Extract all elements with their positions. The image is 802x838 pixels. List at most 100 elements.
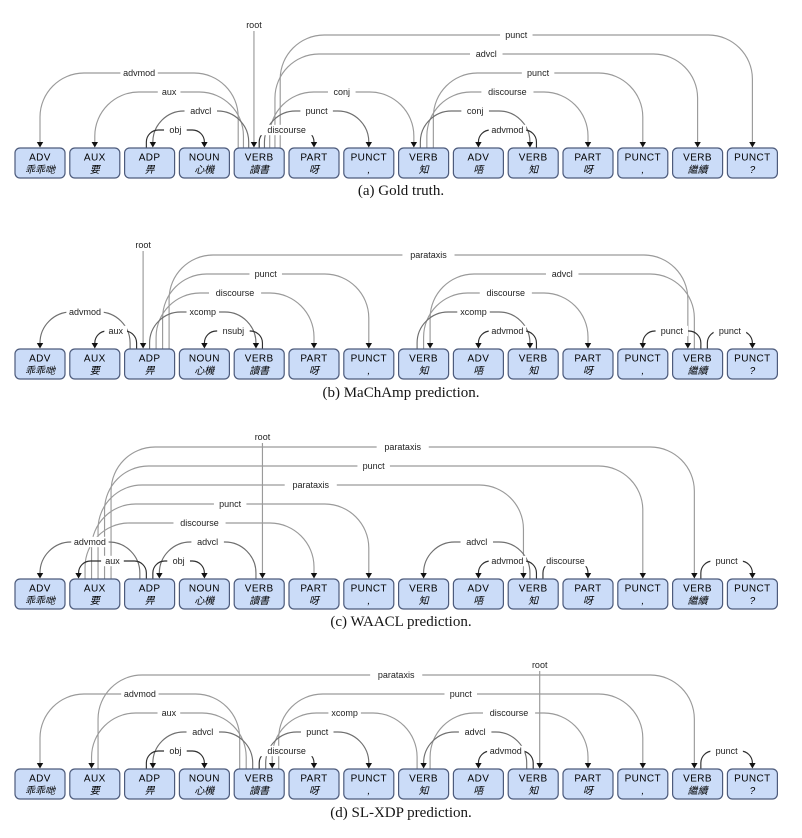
arrowhead-icon (149, 142, 157, 148)
dependency-arc-punct (90, 503, 370, 579)
arc-label-advcl: advcl (190, 106, 211, 116)
token-form: 呀 (583, 786, 595, 797)
arrowhead-icon (526, 142, 534, 148)
arc-label-bg (104, 325, 128, 337)
token-pos-tag: AUX (84, 584, 106, 595)
token-box (69, 578, 121, 610)
arrowhead-icon (475, 142, 482, 148)
token-form: 知 (528, 365, 539, 377)
token-box (233, 578, 285, 610)
token-form: 心機 (194, 164, 215, 176)
token-box (343, 147, 395, 179)
arrowhead-icon (749, 573, 756, 579)
token-pos-tag: PUNCT (351, 584, 387, 595)
token-box (123, 147, 176, 179)
arc-label-bg (357, 460, 390, 472)
caption-sl-xdp: (d) SL-XDP prediction. (330, 805, 472, 821)
token-form: 呀 (583, 596, 595, 607)
token-14: PUNCT? (726, 768, 779, 800)
token-form: 讀書 (249, 595, 271, 607)
arc-label-aux: aux (108, 326, 123, 336)
dependency-arc-parataxis (97, 484, 525, 579)
token-pos-tag: VERB (409, 774, 438, 785)
token-box (178, 147, 230, 179)
arc-label-bg (444, 688, 477, 700)
dependency-arc-discourse (429, 712, 589, 769)
arc-label-bg (167, 555, 190, 567)
token-box (507, 578, 559, 610)
arc-label-xcomp: xcomp (460, 307, 487, 317)
token-box (671, 768, 724, 800)
arc-label-bg (710, 555, 743, 567)
token-12: PUNCT, (617, 147, 669, 179)
caption-waacl: (c) WAACL prediction. (330, 614, 472, 630)
arrowhead-icon (365, 343, 372, 349)
token-form: 唔 (473, 366, 485, 377)
arc-label-bg (710, 745, 743, 757)
caption-machamp: (b) MaChAmp prediction. (322, 385, 480, 401)
arrowhead-icon (475, 343, 482, 349)
token-7: PUNCT, (343, 348, 395, 380)
token-pos-tag: PUNCT (734, 354, 770, 365)
token-box (452, 578, 504, 610)
arc-label-discourse: discourse (180, 518, 219, 528)
token-box (671, 348, 724, 380)
token-box (507, 348, 559, 380)
arc-label-aux: aux (162, 87, 177, 97)
arc-label-bg (461, 105, 489, 117)
arc-label-parataxis: parataxis (410, 250, 447, 260)
token-pos-tag: VERB (519, 774, 548, 785)
token-form: , (367, 366, 370, 377)
arc-label-conj: conj (467, 106, 484, 116)
arrowhead-icon (475, 763, 482, 769)
arrowhead-icon (749, 763, 756, 769)
arrowhead-icon (365, 573, 372, 579)
token-pos-tag: VERB (409, 153, 438, 164)
arc-label-xcomp: xcomp (331, 708, 358, 718)
token-form: ? (750, 786, 756, 797)
token-pos-tag: VERB (519, 354, 548, 365)
token-form: 讀書 (249, 785, 271, 797)
arc-label-aux: aux (162, 708, 177, 718)
token-pos-tag: ADV (468, 584, 490, 595)
arc-label-bg (300, 105, 333, 117)
arc-label-bg (186, 306, 220, 318)
token-box (452, 147, 504, 179)
dependency-arc-aux (94, 91, 245, 148)
token-form: 繼續 (688, 164, 710, 176)
token-form: 呀 (309, 596, 321, 607)
token-form: 呀 (309, 165, 321, 176)
token-pos-tag: VERB (683, 774, 712, 785)
arc-label-bg (521, 67, 555, 79)
arrowhead-icon (639, 142, 646, 148)
arrowhead-icon (201, 343, 208, 349)
token-form: 要 (90, 165, 102, 176)
arc-label-bg (500, 29, 533, 41)
arc-label-bg (240, 19, 268, 31)
arc-label-bg (248, 431, 277, 443)
token-box (562, 578, 614, 610)
token-box (562, 147, 614, 179)
arrowhead-icon (410, 142, 418, 148)
arrowhead-icon (310, 763, 318, 769)
token-box (123, 348, 176, 380)
token-form: ? (750, 165, 756, 176)
token-pos-tag: PUNCT (625, 354, 661, 365)
token-form: 乖乖哋 (25, 785, 56, 797)
token-box (507, 147, 559, 179)
arrowhead-icon (91, 142, 98, 148)
arc-label-bg (66, 306, 104, 318)
token-12: PUNCT, (617, 768, 669, 800)
arrowhead-icon (365, 142, 372, 148)
token-7: PUNCT, (343, 147, 395, 179)
token-14: PUNCT? (726, 147, 779, 179)
